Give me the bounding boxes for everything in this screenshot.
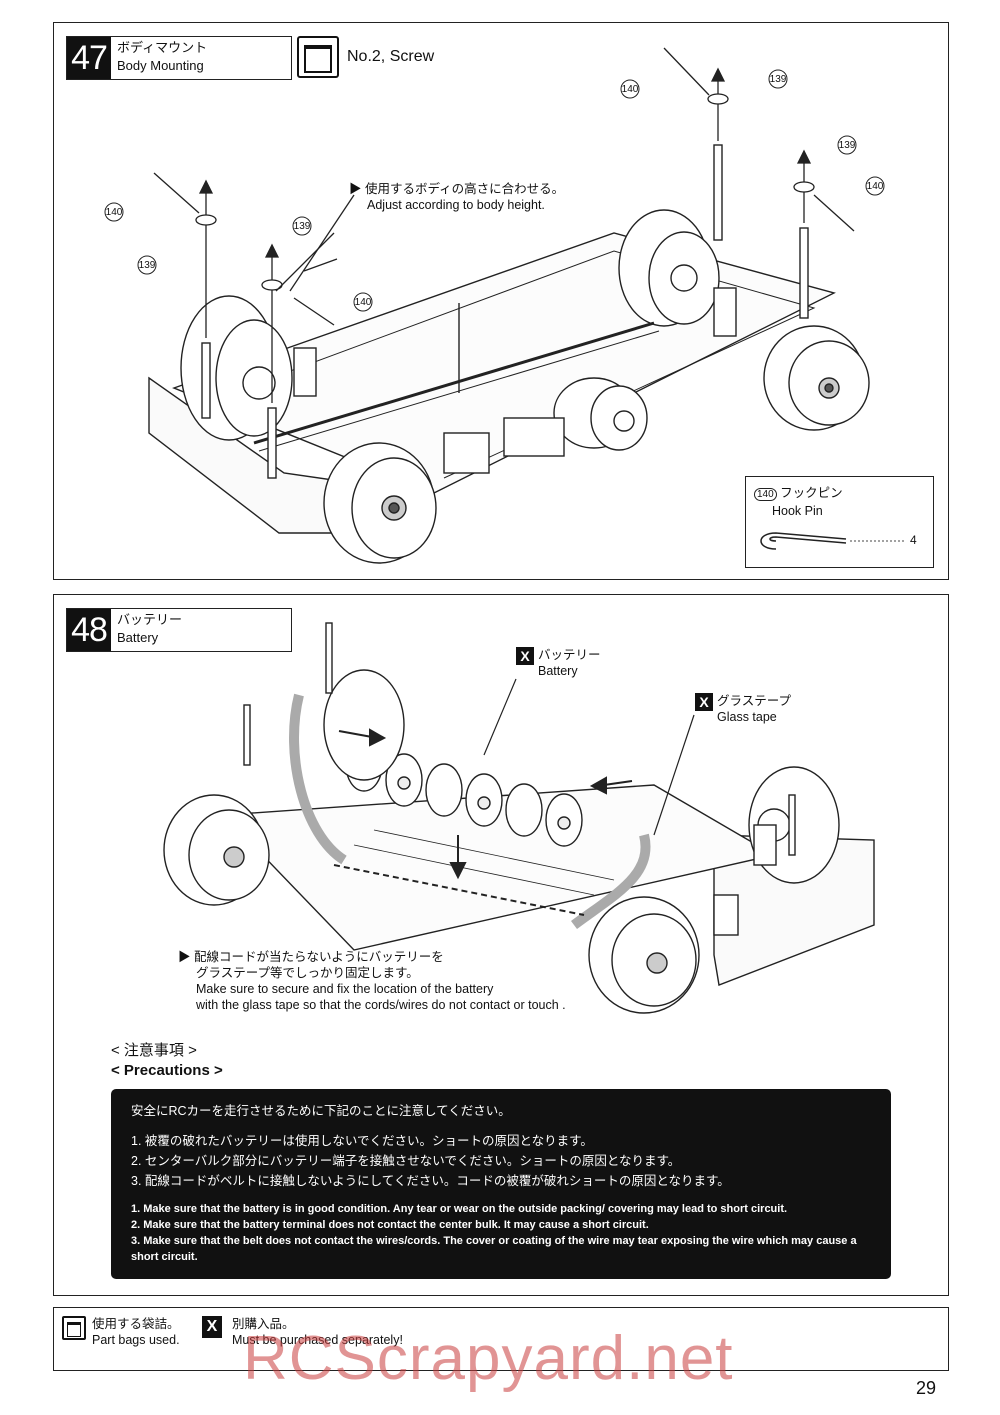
tape-callout: X グラステープ Glass tape [695,693,791,725]
step-title-jp: ボディマウント [117,40,208,55]
height-note-jp: ▶ 使用するボディの高さに合わせる。 [349,182,565,196]
battery-note-en-1: Make sure to secure and fix the location… [196,982,494,996]
height-note: ▶ 使用するボディの高さに合わせる。 Adjust according to b… [349,181,564,213]
part-label: 139 [294,221,311,232]
step-47-panel: 47 ボディマウント Body Mounting No.2, Screw [53,22,949,580]
precautions-heading-jp: < 注意事項 > [111,1042,197,1059]
hook-pin-qty: 4 [910,533,917,547]
x-mark-icon: X [695,693,713,711]
bag-indicator: No.2, Screw [297,36,434,78]
step-title-en: Battery [117,630,159,645]
precautions-box: 安全にRCカーを走行させるために下記のことに注意してください。 1. 被覆の破れ… [111,1089,891,1279]
tape-label-en: Glass tape [717,710,777,724]
part-label: 139 [770,74,787,85]
precaution-en-item: 1. Make sure that the battery is in good… [131,1203,788,1215]
part-label: 139 [139,260,156,271]
battery-callout: X バッテリー Battery [516,647,601,679]
page-number: 29 [916,1378,937,1398]
hook-pin-id: 140 [754,488,777,501]
part-label: 140 [106,207,123,218]
tape-label-jp: グラステープ [717,694,792,708]
battery-install-illustration [163,622,875,1014]
bag-label: No.2, Screw [347,48,435,65]
precaution-jp-item: 1. 被覆の破れたバッテリーは使用しないでください。ショートの原因となります。 [131,1134,593,1148]
precautions-intro: 安全にRCカーを走行させるために下記のことに注意してください。 [131,1104,511,1118]
step-title-en: Body Mounting [117,58,204,73]
hook-pin-detail: 140 フックピン Hook Pin 4 [745,476,934,568]
battery-label-jp: バッテリー [538,648,601,662]
precaution-en-item: 2. Make sure that the battery terminal d… [131,1219,649,1231]
legend-bags-jp: 使用する袋詰。 [92,1317,180,1331]
step-number: 47 [67,37,111,79]
part-label: 140 [355,297,372,308]
legend-bags: 使用する袋詰。 Part bags used. [62,1316,180,1348]
step-title-jp: バッテリー [117,612,183,627]
battery-note-en-2: with the glass tape so that the cords/wi… [196,998,566,1012]
legend-buy-en: Must be purchased separately! [232,1333,403,1347]
battery-note: ▶ 配線コードが当たらないようにバッテリーを グラステープ等でしっかり固定します… [178,949,566,1013]
watermark: RCScrapyard.net [243,1324,734,1393]
precaution-jp-item: 3. 配線コードがベルトに接触しないようにしてください。コードの被覆が破れショー… [131,1174,730,1188]
precaution-jp-item: 2. センターバルク部分にバッテリー端子を接触させないでください。ショートの原因… [131,1154,681,1168]
hook-pin-icon [760,532,906,550]
battery-note-jp-1: ▶ 配線コードが当たらないようにバッテリーを [178,950,444,964]
legend-bags-en: Part bags used. [92,1333,180,1347]
x-mark-icon: X [516,647,534,665]
part-label: 140 [622,84,639,95]
precautions-heading-en: < Precautions > [111,1062,223,1079]
battery-label-en: Battery [538,664,578,678]
hook-pin-name-jp: フックピン [780,486,843,500]
part-bag-icon [62,1316,86,1340]
part-bag-icon [297,36,339,78]
legend-buy-jp: 別購入品。 [232,1317,295,1331]
step-48-panel: 48 バッテリー Battery [53,594,949,1296]
height-note-en: Adjust according to body height. [367,198,545,212]
x-mark-icon: X [202,1316,222,1338]
hook-pin-name-en: Hook Pin [772,504,823,518]
part-label: 140 [867,181,884,192]
precautions-heading: < 注意事項 > < Precautions > [111,1041,223,1081]
battery-note-jp-2: グラステープ等でしっかり固定します。 [196,966,419,980]
step-number: 48 [67,609,111,651]
chassis-body-mount-illustration: 140 139 139 140 139 140 139 140 [104,47,885,564]
step-47-header: 47 ボディマウント Body Mounting [66,36,292,80]
part-label: 139 [839,140,856,151]
step-48-header: 48 バッテリー Battery [66,608,292,652]
legend-purchase: X 別購入品。 Must be purchased separately! [202,1316,403,1348]
legend-panel: 使用する袋詰。 Part bags used. X 別購入品。 Must be … [53,1307,949,1371]
precaution-en-item: 3. Make sure that the belt does not cont… [131,1235,857,1263]
